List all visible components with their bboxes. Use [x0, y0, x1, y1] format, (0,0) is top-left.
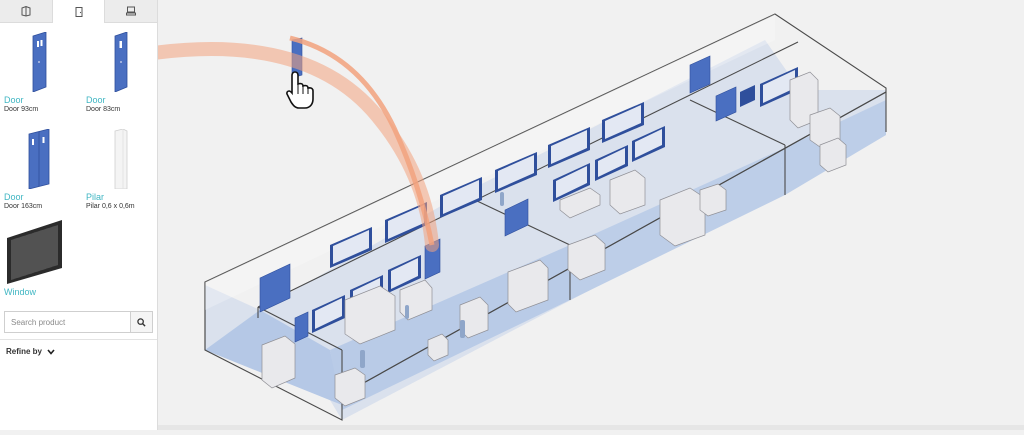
tab-equipment[interactable]	[105, 0, 157, 22]
lab-equipment	[261, 71, 847, 407]
door-thumbnail	[4, 127, 74, 189]
floor-plan-icon	[21, 5, 31, 17]
sidebar-tabs	[0, 0, 157, 23]
pilar-icon	[114, 129, 128, 189]
door-icon	[114, 32, 128, 92]
search-input[interactable]	[5, 312, 130, 332]
product-name: Door	[4, 192, 24, 202]
door-icon	[32, 32, 47, 92]
product-window[interactable]: Window	[4, 220, 74, 297]
product-subtitle: Door 93cm	[4, 106, 39, 113]
canvas-scrollbar[interactable]	[158, 425, 1024, 430]
sidebar-divider	[0, 339, 157, 340]
product-sidebar: Door Door 93cm Door Door 83cm Door Door …	[0, 0, 158, 430]
product-subtitle: Pilar 0,6 x 0,6m	[86, 203, 135, 210]
product-subtitle: Door 163cm	[4, 203, 43, 210]
product-door-83[interactable]: Door Door 83cm	[86, 30, 156, 113]
refine-by-label: Refine by	[6, 347, 43, 356]
search-bar	[4, 311, 153, 333]
hand-pointer-icon	[286, 71, 314, 109]
chevron-down-icon	[47, 348, 55, 355]
drag-path-line	[289, 35, 435, 246]
search-icon	[137, 317, 146, 327]
door-thumbnail	[86, 30, 156, 92]
window-thumbnail	[4, 220, 74, 284]
pilar-thumbnail	[86, 127, 156, 189]
tab-doors[interactable]	[51, 0, 106, 23]
search-button[interactable]	[130, 312, 152, 332]
product-subtitle: Door 83cm	[86, 106, 121, 113]
product-name: Door	[86, 95, 106, 105]
product-door-163[interactable]: Door Door 163cm	[4, 127, 74, 210]
floor-plan-canvas[interactable]	[133, 0, 1024, 430]
door-thumbnail	[4, 30, 74, 92]
isometric-room-view	[133, 13, 887, 421]
product-pilar[interactable]: Pilar Pilar 0,6 x 0,6m	[86, 127, 156, 210]
lab-workers	[360, 192, 504, 368]
wall-glass	[205, 14, 775, 310]
product-door-93[interactable]: Door Door 93cm	[4, 30, 74, 113]
double-door-icon	[28, 129, 50, 189]
equipment-icon	[126, 6, 137, 16]
window-icon	[7, 220, 62, 284]
tab-floor-plan[interactable]	[0, 0, 52, 22]
door-icon	[75, 6, 82, 17]
refine-by-toggle[interactable]: Refine by	[6, 347, 55, 356]
product-name: Door	[4, 95, 24, 105]
product-name: Window	[4, 287, 37, 297]
product-name: Pilar	[86, 192, 105, 202]
